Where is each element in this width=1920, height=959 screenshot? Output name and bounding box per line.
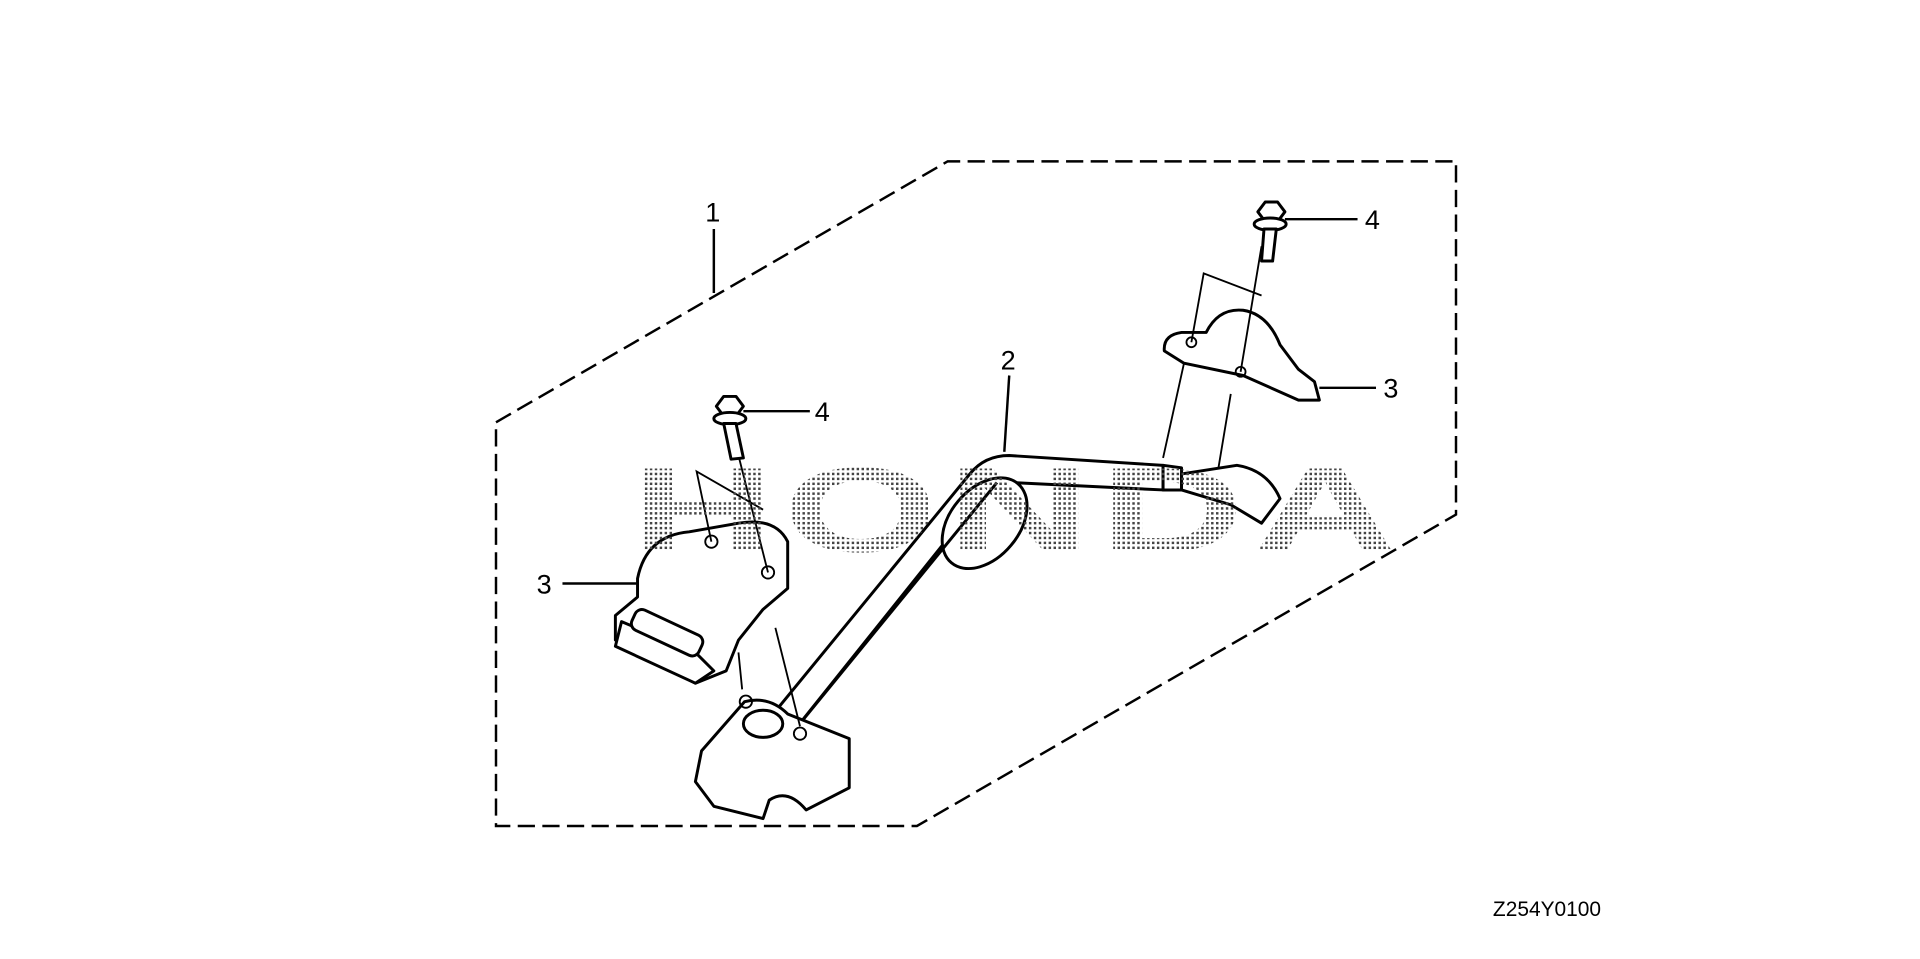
- clamp-left: [613, 455, 801, 727]
- callout-2: 2: [1001, 344, 1016, 375]
- callout-1: 1: [705, 197, 720, 228]
- callout-3-left: 3: [537, 568, 552, 599]
- drawing-code: Z254Y0100: [1493, 898, 1601, 921]
- callout-4-right: 4: [1365, 204, 1380, 235]
- callout-4-left: 4: [815, 396, 830, 427]
- bolt-left: [712, 394, 748, 461]
- handle-bar: [693, 454, 1282, 821]
- assembly-boundary: [494, 160, 1458, 828]
- clamp-right: [1162, 246, 1321, 468]
- callout-3-right: 3: [1383, 373, 1398, 404]
- bolt-right: [1252, 200, 1288, 263]
